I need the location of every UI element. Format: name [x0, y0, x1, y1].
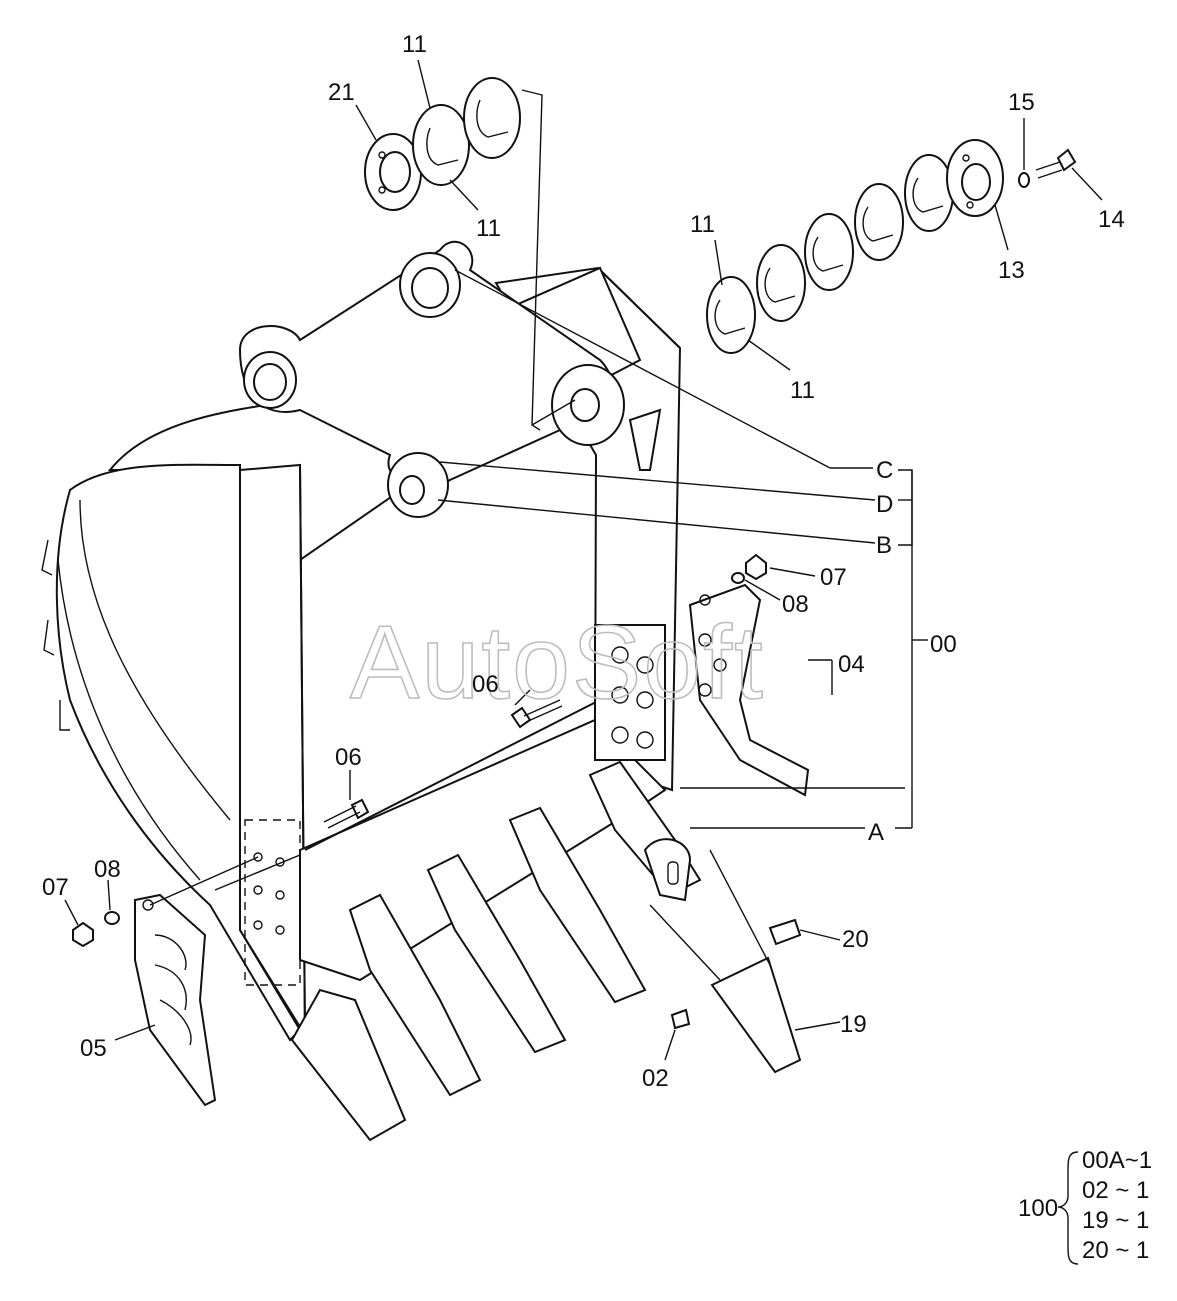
boss-brackets — [238, 240, 662, 518]
teeth-row — [290, 760, 802, 1142]
shims-and-rings — [364, 77, 1077, 354]
kit-item-1: 00A~1 — [1082, 1147, 1152, 1174]
label-B: B — [876, 532, 892, 559]
label-02: 02 — [642, 1065, 669, 1092]
kit-number: 100 — [1018, 1195, 1058, 1222]
label-21: 21 — [328, 79, 355, 106]
label-11-b: 11 — [476, 215, 501, 242]
label-04: 04 — [838, 651, 865, 678]
label-20: 20 — [842, 926, 869, 953]
label-08-left: 08 — [94, 856, 121, 883]
label-A: A — [868, 819, 884, 846]
watermark: AutoSoft — [350, 605, 765, 721]
label-06-upper: 06 — [472, 671, 499, 698]
label-08-right: 08 — [782, 591, 809, 618]
label-14: 14 — [1098, 206, 1125, 233]
label-11-a: 11 — [402, 31, 427, 58]
label-19: 19 — [840, 1011, 867, 1038]
label-00: 00 — [930, 631, 957, 658]
kit-item-4: 20 ~ 1 — [1082, 1237, 1149, 1264]
label-C: C — [876, 457, 893, 484]
label-06-lower: 06 — [335, 744, 362, 771]
side-cutters — [72, 553, 810, 1107]
kit-item-3: 19 ~ 1 — [1082, 1207, 1149, 1234]
kit-table: 100 00A~1 02 ~ 1 19 ~ 1 20 ~ 1 — [1018, 1147, 1152, 1265]
label-07-left: 07 — [42, 874, 69, 901]
kit-brace — [1057, 1151, 1079, 1265]
label-13: 13 — [998, 257, 1025, 284]
label-11-d: 11 — [790, 377, 815, 404]
callout-labels: 21 11 11 11 11 15 14 13 C D B 00 07 08 0… — [42, 31, 1125, 1092]
label-11-c: 11 — [690, 211, 715, 238]
label-15: 15 — [1008, 89, 1035, 116]
label-05: 05 — [80, 1035, 107, 1062]
label-D: D — [876, 491, 893, 518]
kit-item-2: 02 ~ 1 — [1082, 1177, 1149, 1204]
leader-lines — [64, 59, 1103, 1061]
label-07-right: 07 — [820, 564, 847, 591]
